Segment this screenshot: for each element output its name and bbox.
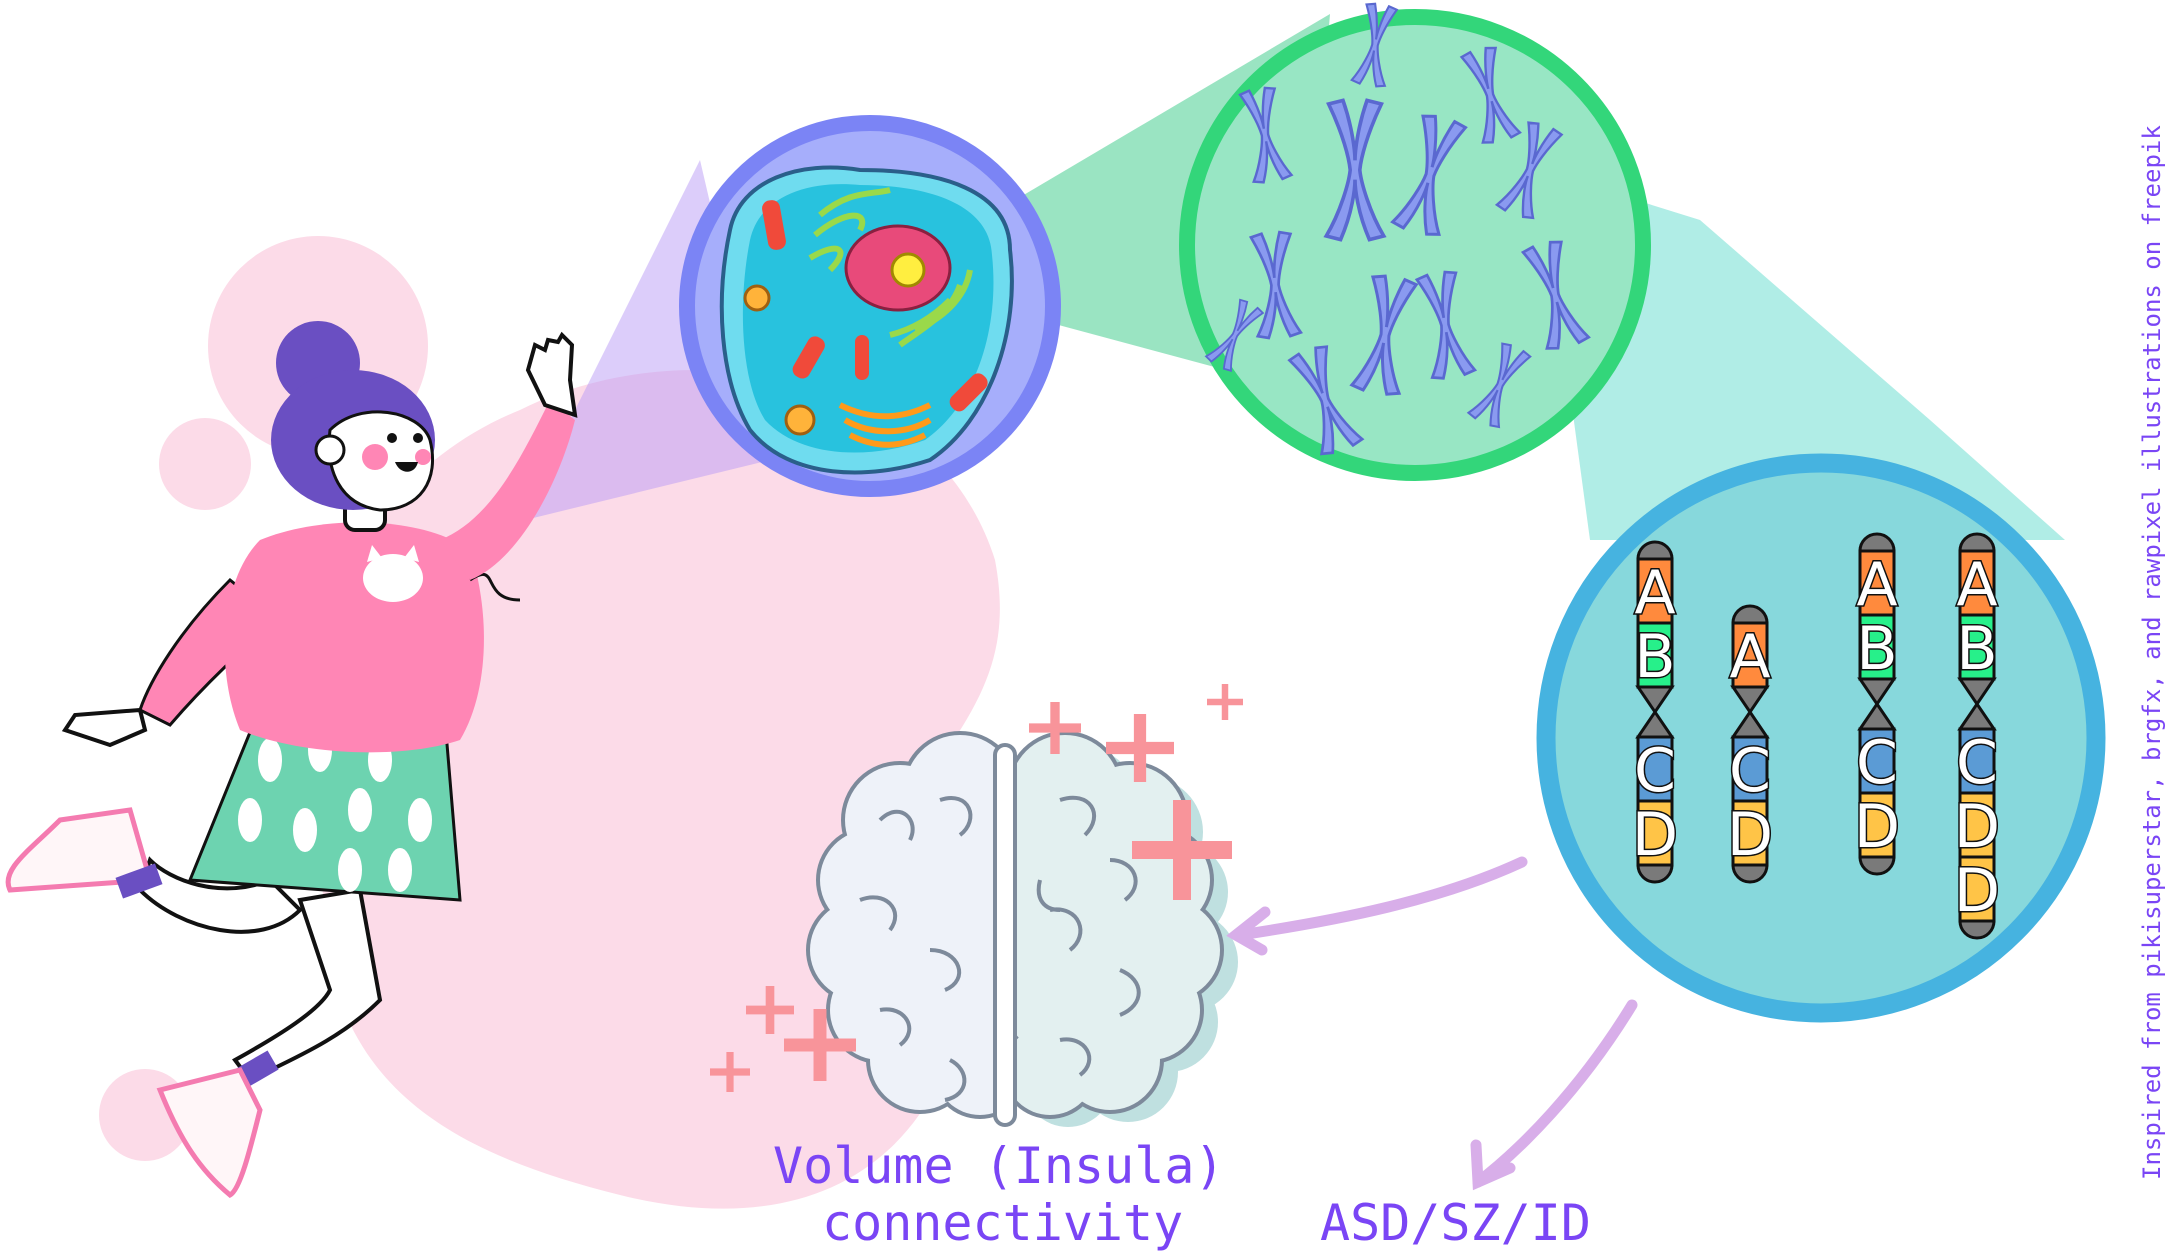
gene-band-A (1858, 549, 1896, 617)
zoom-cone-genes (1540, 170, 2065, 540)
gene-band-label: A (1956, 550, 1997, 620)
chromosome-magnifier (1179, 2, 1651, 481)
brain-divider (993, 743, 1017, 1127)
gene-band-A (1731, 621, 1769, 689)
gene-band-label: B (1856, 614, 1897, 684)
golgi-icon (838, 402, 932, 448)
plus-icon (1207, 684, 1243, 720)
gene-band-D (1958, 791, 1996, 859)
gene-band-label: A (1729, 622, 1770, 692)
gene-band-label: A (1634, 558, 1675, 628)
sweater (224, 522, 484, 753)
plus-icon (1029, 702, 1081, 754)
gene-band-label: C (1634, 736, 1676, 806)
brain-label-connectivity: connectivity (822, 1194, 1183, 1252)
mitochondria-icon (762, 200, 988, 412)
chromosome-set (1204, 2, 1591, 456)
arrow-to-disorders (1470, 999, 1638, 1191)
gene-band-label: C (1729, 736, 1771, 806)
chromosome-x-icon (1459, 46, 1522, 144)
shoe-right (156, 1067, 263, 1198)
gene-band-D (1731, 799, 1769, 867)
plus-icon (1132, 800, 1232, 900)
sparkle-plus-group (710, 684, 1243, 1092)
brain-label-volume: Volume (Insula) (773, 1137, 1225, 1195)
er-icon (808, 187, 973, 348)
chromosome-x-icon (1349, 274, 1419, 396)
hand-left (61, 707, 148, 748)
chromosome-x-icon (1350, 2, 1399, 88)
chromosome-x-icon (1390, 114, 1468, 236)
gene-band-label: C (1856, 728, 1898, 798)
arrow-to-brain (1226, 856, 1528, 956)
gene-band-label: B (1634, 622, 1675, 692)
chromosome-x-icon (1287, 345, 1365, 456)
hand-raised (525, 331, 578, 418)
plus-icon (710, 1052, 751, 1092)
plus-icon (1106, 714, 1174, 782)
gene-band-B (1858, 613, 1896, 681)
chromosome-x-icon (1204, 298, 1265, 372)
gene-band-label: D (1854, 792, 1900, 862)
gene-band-D (1636, 799, 1674, 867)
gene-band-C (1958, 727, 1996, 795)
chromosome-x-icon (1414, 270, 1478, 380)
chromosome-x-icon (1494, 121, 1564, 220)
gene-band-label: D (1727, 800, 1773, 870)
gene-band-label: B (1956, 614, 1997, 684)
gene-band-C (1731, 735, 1769, 803)
pink-circle (159, 418, 251, 510)
gene-band-label: D (1954, 856, 2000, 926)
chromosome-x-icon (1238, 86, 1294, 184)
gene-band-label: C (1956, 728, 1998, 798)
gene-band-label: D (1954, 792, 2000, 862)
chromosome-x-icon (1323, 98, 1387, 242)
credit-text: Inspired from pikisuperstar, brgfx, and … (2138, 125, 2166, 1180)
brain-icon (806, 731, 1238, 1127)
cell-magnifier (679, 115, 1061, 497)
gene-band-label: D (1632, 800, 1678, 870)
cat-badge-icon (363, 545, 423, 602)
chromosome-x-icon (1466, 342, 1532, 429)
shoe-left (5, 807, 154, 893)
girl-figure (5, 321, 578, 1198)
plus-icon (746, 986, 794, 1034)
gene-band-A (1958, 549, 1996, 617)
chromosome-x-icon (1248, 230, 1303, 340)
disorders-label: ASD/SZ/ID (1320, 1194, 1591, 1252)
gene-chromosome: ACD (1725, 604, 1775, 884)
gene-band-label: A (1856, 550, 1897, 620)
plus-icon (784, 1009, 857, 1081)
chromosome-x-icon (1520, 240, 1591, 350)
